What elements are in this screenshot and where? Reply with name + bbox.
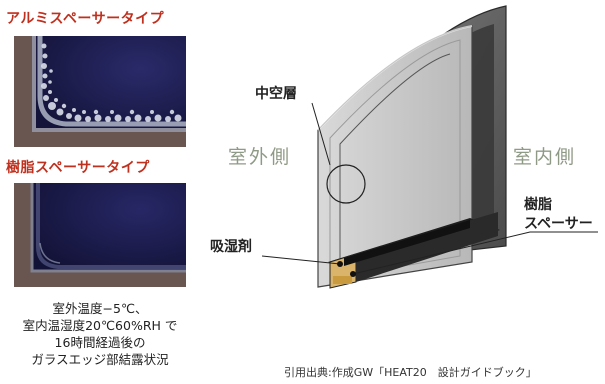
indoor-side-label: 室内側 — [513, 146, 577, 168]
aluminum-spacer-title: アルミスペーサータイプ — [6, 11, 165, 27]
resin-spacer-label-line2: スペーサー — [524, 216, 593, 232]
caption-line: ガラスエッジ部結露状況 — [31, 352, 169, 367]
desiccant-label: 吸湿剤 — [210, 239, 252, 255]
caption-line: 室内温湿度20℃60%RH で — [22, 318, 178, 333]
source-citation: 引用出典:作成GW「HEAT20 設計ガイドブック」 — [284, 366, 537, 379]
hollow-layer-highlight — [326, 164, 366, 204]
aluminum-spacer-photo — [14, 36, 186, 147]
caption-line: 室外温度−5℃、 — [52, 301, 148, 316]
resin-spacer-photo — [14, 183, 186, 287]
caption-line: 16時間経過後の — [54, 335, 146, 350]
outdoor-side-label: 室外側 — [228, 146, 292, 168]
resin-spacer-label-line1: 樹脂 — [524, 197, 552, 213]
resin-spacer-title: 樹脂スペーサータイプ — [6, 160, 150, 176]
resin-spacer — [344, 220, 470, 266]
hollow-layer-label: 中空層 — [255, 86, 297, 102]
condensation-caption: 室外温度−5℃、 室内温湿度20℃60%RH で 16時間経過後の ガラスエッジ… — [0, 300, 200, 368]
